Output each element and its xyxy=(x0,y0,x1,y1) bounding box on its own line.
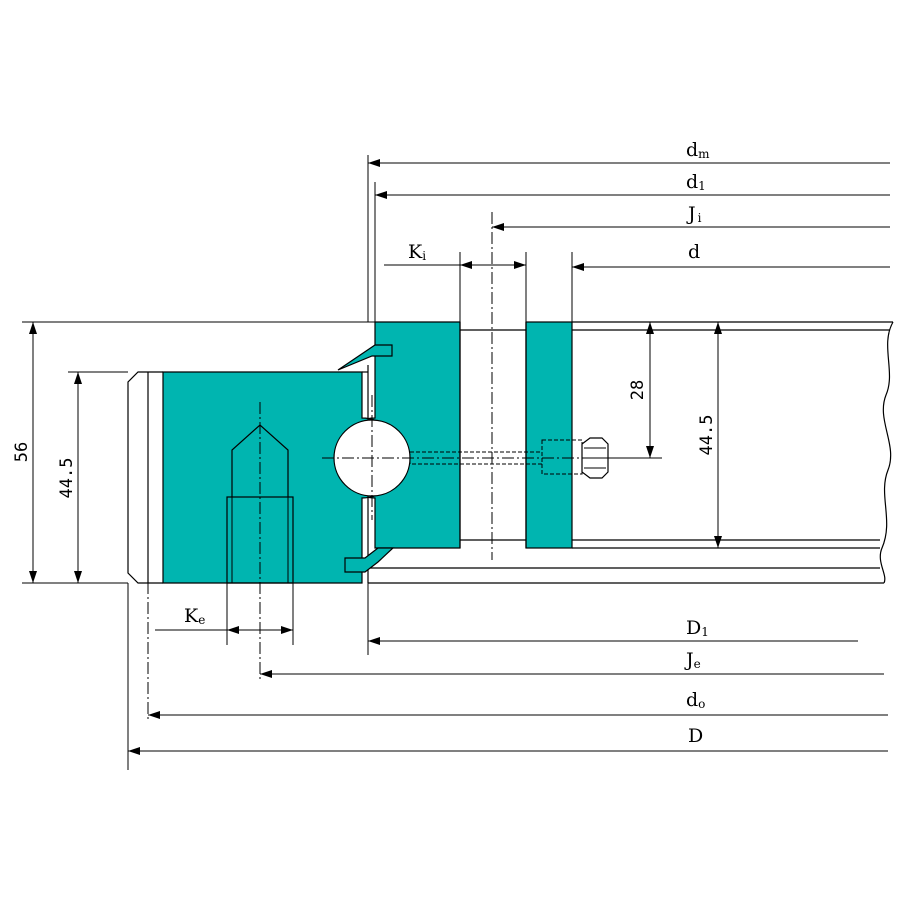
label-D: D xyxy=(688,725,703,747)
label-height-44-inner: 44.5 xyxy=(697,415,717,456)
label-height-56: 56 xyxy=(12,442,32,462)
label-height-28: 28 xyxy=(628,380,648,400)
label-dm: dm xyxy=(686,139,710,161)
lock-nut-icon xyxy=(581,437,609,479)
label-do: do xyxy=(686,689,705,711)
dimension-lines xyxy=(29,159,890,755)
inner-ring-right-section xyxy=(525,321,573,549)
label-d: d xyxy=(688,241,700,263)
top-seal xyxy=(337,344,393,371)
seals xyxy=(337,344,395,573)
plug-bolt xyxy=(409,437,609,479)
label-Ki: Ki xyxy=(408,241,426,263)
label-Je: Je xyxy=(684,649,701,671)
center-lines xyxy=(147,212,660,720)
extension-lines xyxy=(22,155,662,770)
bottom-seal xyxy=(344,547,395,573)
label-D1: D1 xyxy=(686,617,709,639)
label-height-44-outer: 44.5 xyxy=(57,458,77,499)
label-Ke: Ke xyxy=(184,605,205,627)
outer-ring-left-face xyxy=(127,371,163,584)
break-line xyxy=(879,321,894,584)
label-d1: d1 xyxy=(686,171,706,193)
